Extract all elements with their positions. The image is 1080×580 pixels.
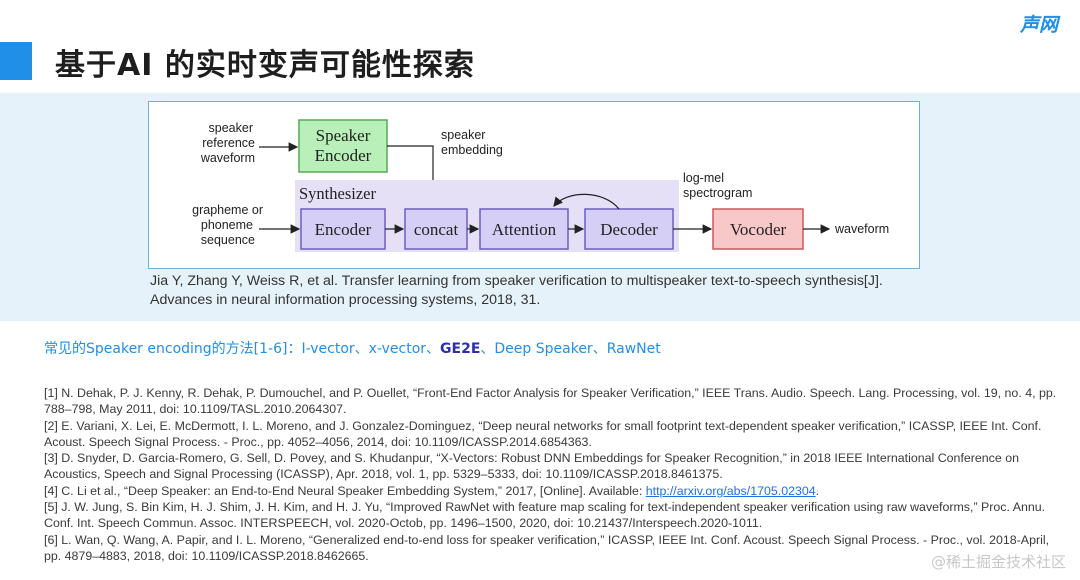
input-grapheme-line2: phoneme xyxy=(201,218,253,232)
decoder-label: Decoder xyxy=(600,220,658,239)
reference-4-end: . xyxy=(815,483,820,498)
vocoder-block xyxy=(712,208,804,250)
input-speaker-reference-line1: speaker xyxy=(209,121,253,135)
log-mel-label-line1: log-mel xyxy=(683,171,724,185)
decoder-block xyxy=(584,208,674,250)
reference-item: [3] D. Snyder, D. Garcia-Romero, G. Sell… xyxy=(44,451,1019,482)
input-grapheme-line3: sequence xyxy=(201,233,255,247)
speaker-encoding-methods: 常见的Speaker encoding的方法[1-6]：I-vector、x-v… xyxy=(44,338,661,358)
architecture-diagram: speaker reference waveform Speaker Encod… xyxy=(148,101,920,269)
encoder-label: Encoder xyxy=(315,220,372,239)
reference-item: [2] E. Variani, X. Lei, E. McDermott, I.… xyxy=(44,418,1042,449)
reference-item: [4] C. Li et al., “Deep Speaker: an End-… xyxy=(44,483,1064,499)
brand-logo: 声网 xyxy=(1019,14,1058,36)
log-mel-label-line2: spectrogram xyxy=(683,186,752,200)
concat-label: concat xyxy=(414,220,459,239)
speaker-encoder-label-line2: Encoder xyxy=(315,146,372,165)
arrow-decoder-feedback xyxy=(553,193,620,210)
input-grapheme-line1: grapheme or xyxy=(192,203,263,217)
reference-item: [5] J. W. Jung, S. Bin Kim, H. J. Shim, … xyxy=(44,500,1046,531)
speaker-embedding-label-line2: embedding xyxy=(441,143,503,157)
methods-highlight: GE2E xyxy=(440,341,481,357)
speaker-encoder-block xyxy=(298,119,388,173)
page-title: 基于AI 的实时变声可能性探索 xyxy=(55,48,475,83)
attention-label: Attention xyxy=(492,220,557,239)
output-waveform-label: waveform xyxy=(834,222,889,236)
input-speaker-reference-line3: waveform xyxy=(200,151,255,165)
diagram-citation: Jia Y, Zhang Y, Weiss R, et al. Transfer… xyxy=(150,273,883,308)
speaker-embedding-label-line1: speaker xyxy=(441,128,485,142)
reference-item: [1] N. Dehak, P. J. Kenny, R. Dehak, P. … xyxy=(44,386,1057,417)
input-speaker-reference-line2: reference xyxy=(202,136,255,150)
vocoder-label: Vocoder xyxy=(730,220,787,239)
methods-prefix: 常见的Speaker encoding的方法[1-6]：I-vector、x-v… xyxy=(44,341,441,357)
concat-block xyxy=(404,208,468,250)
speaker-encoder-label-line1: Speaker xyxy=(316,126,371,145)
watermark: @稀土掘金技术社区 xyxy=(930,553,1066,571)
references-list: [1] N. Dehak, P. J. Kenny, R. Dehak, P. … xyxy=(44,385,1064,564)
reference-item: [6] L. Wan, Q. Wang, A. Papir, and I. L.… xyxy=(44,532,1050,563)
reference-4-text: [4] C. Li et al., “Deep Speaker: an End-… xyxy=(44,483,646,498)
methods-suffix: 、Deep Speaker、RawNet xyxy=(480,341,661,357)
title-accent-bar xyxy=(0,42,32,80)
attention-block xyxy=(479,208,569,250)
synthesizer-label: Synthesizer xyxy=(299,184,376,203)
encoder-block xyxy=(300,208,386,250)
architecture-diagram-svg: speaker reference waveform Speaker Encod… xyxy=(192,119,889,252)
reference-4-link[interactable]: http://arxiv.org/abs/1705.02304 xyxy=(645,483,816,498)
